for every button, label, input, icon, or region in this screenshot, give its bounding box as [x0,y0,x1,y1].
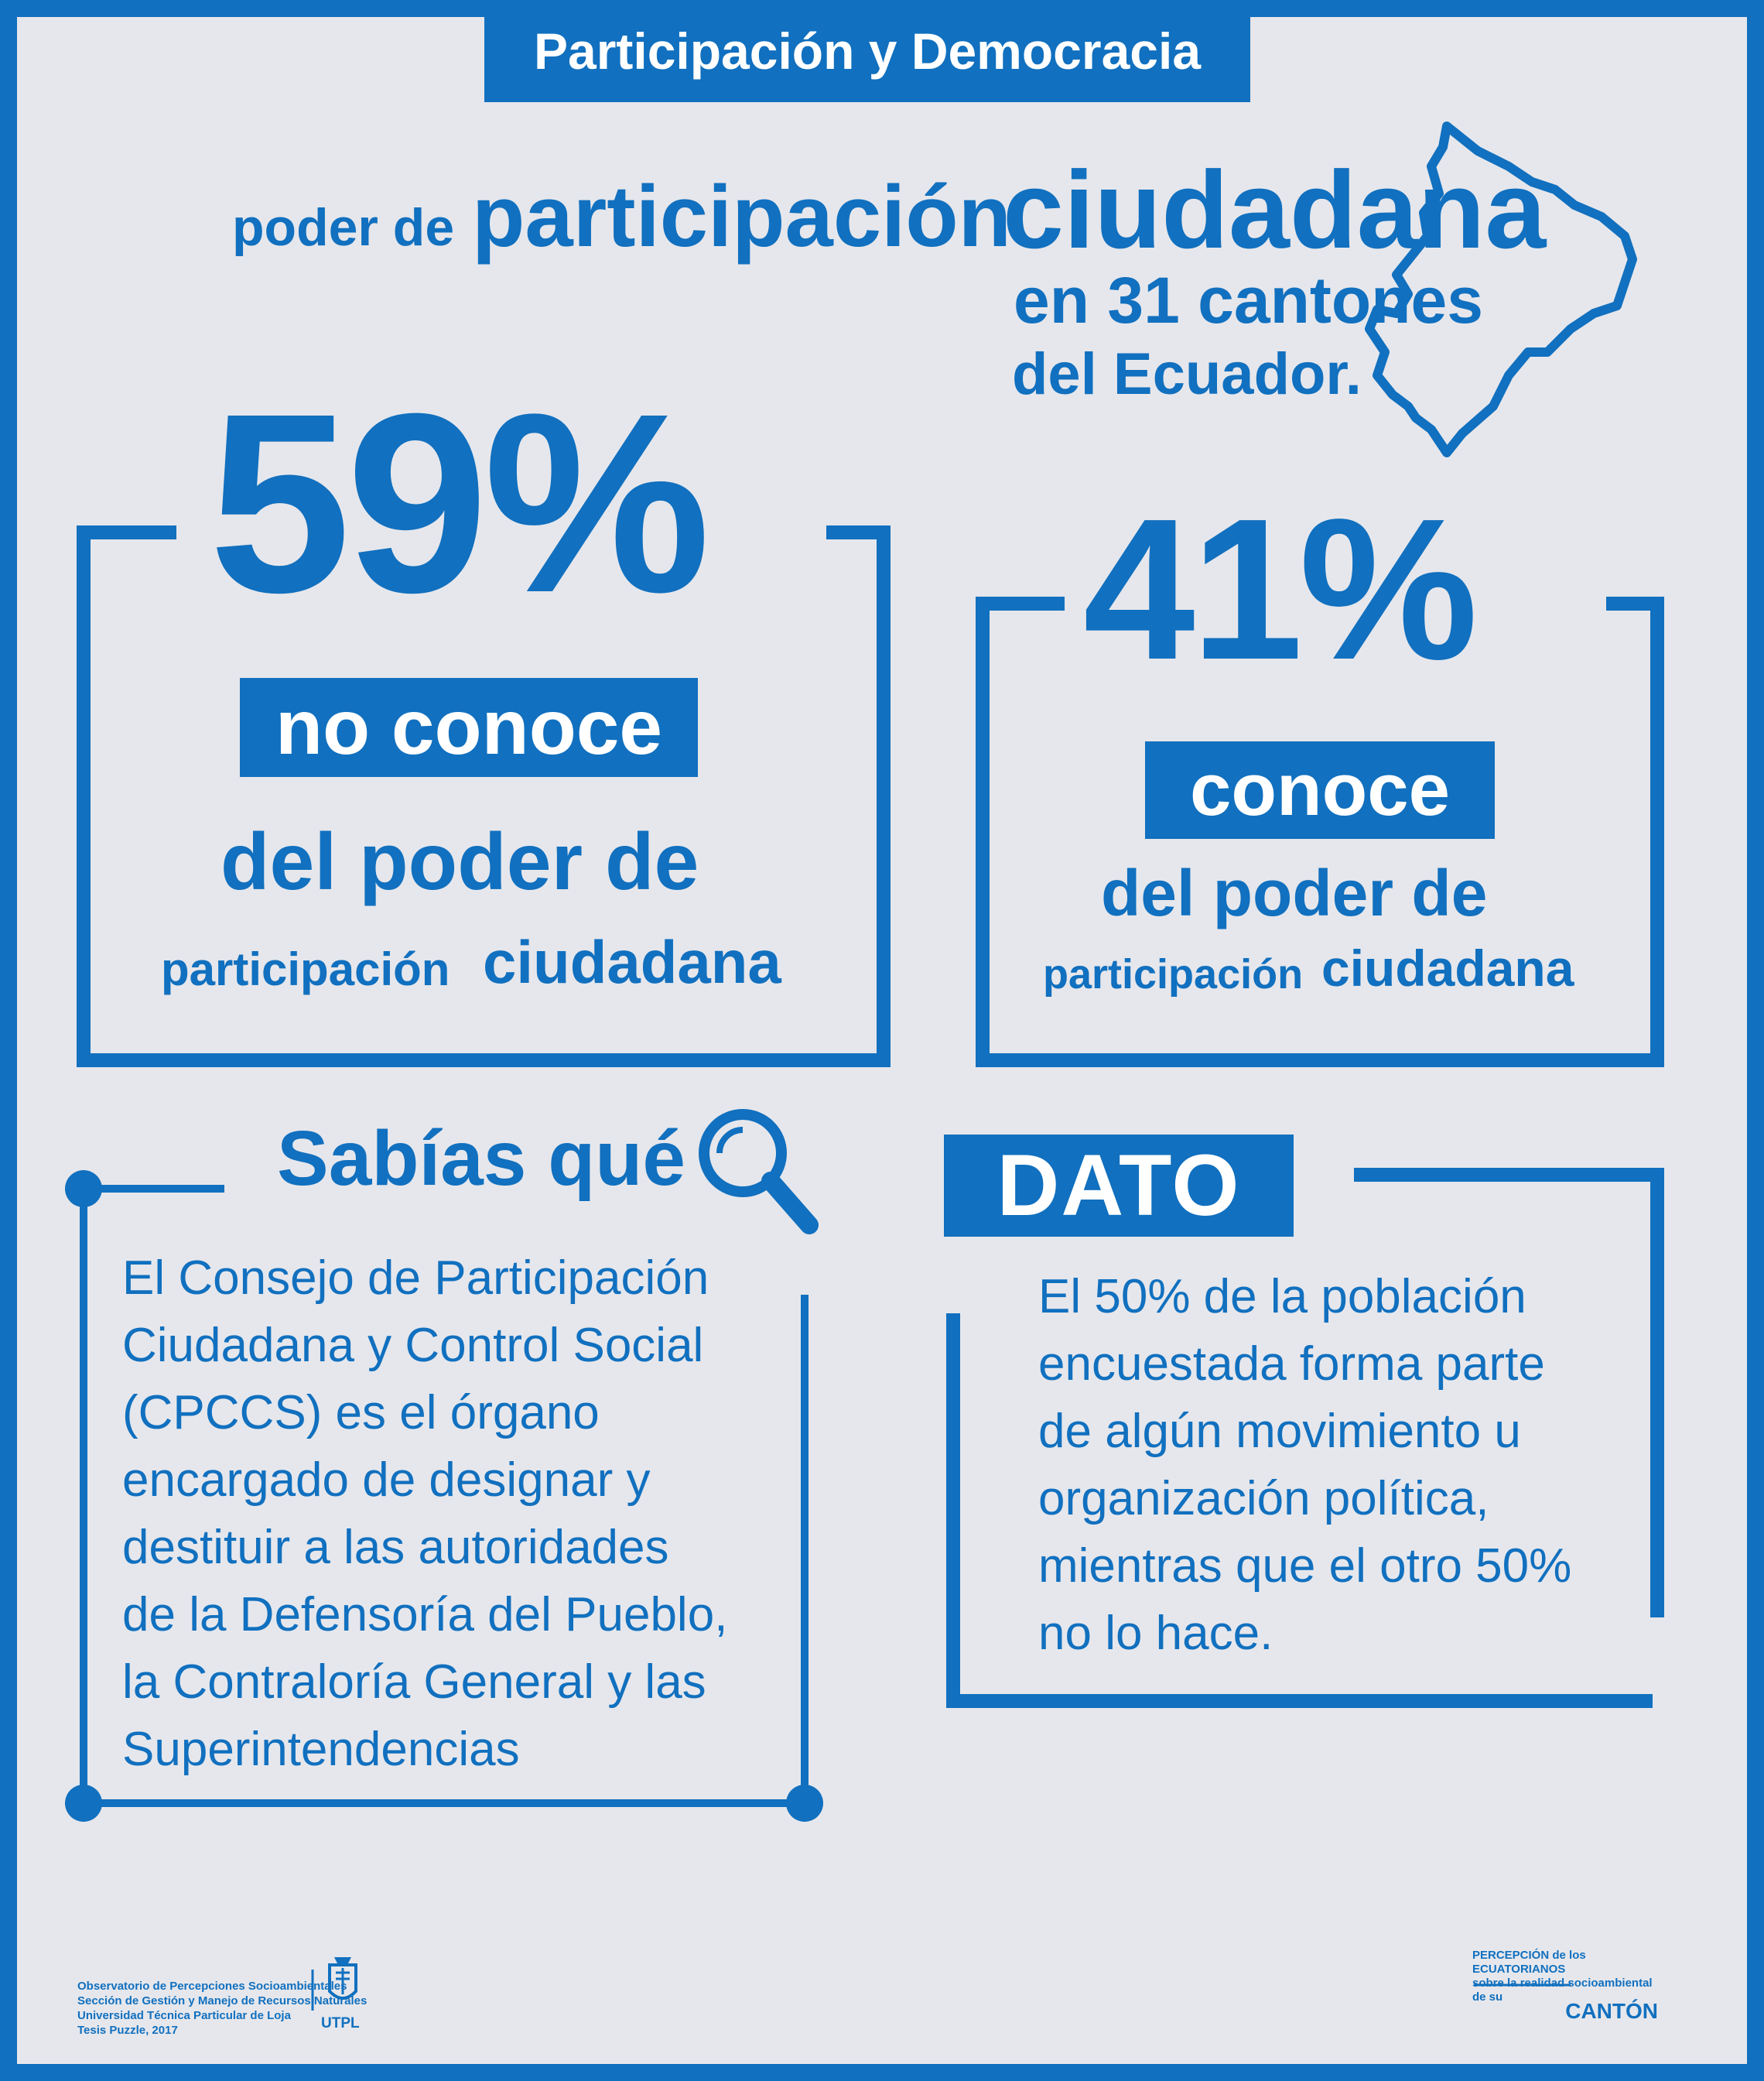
dato-heading: DATO [944,1135,1294,1237]
footer-credit-line: Tesis Puzzle, 2017 [77,2024,178,2037]
sabias-line: la Contraloría General y las [122,1655,706,1709]
stat-line2-big-no: ciudadana [483,928,781,996]
dato-line: de algún movimiento u [1038,1405,1521,1458]
stat-tag-no: no conoce [240,678,698,777]
hero-line2: en 31 cantones [1014,264,1483,337]
sabias-line: (CPCCS) es el órgano [122,1386,600,1439]
sabias-line: El Consejo de Participación [122,1251,709,1305]
dato-line: El 50% de la población [1038,1270,1526,1323]
dato-line: no lo hace. [1038,1607,1273,1660]
utpl-crest-icon [328,1957,357,2000]
sabias-line: encargado de designar y [122,1453,651,1507]
campaign-line1: PERCEPCIÓN de los ECUATORIANOS [1472,1949,1586,1976]
dato-line: encuestada forma parte [1038,1337,1545,1391]
sabias-heading: Sabías qué [277,1115,685,1202]
sabias-line: destituir a las autoridades [122,1521,669,1574]
sabias-line: Superintendencias [122,1723,520,1776]
campaign-logo: PERCEPCIÓN de los ECUATORIANOS sobre la … [1472,1949,1658,2023]
sabias-line: Ciudadana y Control Social [122,1319,704,1372]
stat-line2-small-no: participación [161,943,450,995]
stat-line1-no: del poder de [220,817,699,907]
magnifier-icon [699,1109,819,1234]
hero-line3: del Ecuador. [1012,341,1362,407]
hero-mid: participación [472,168,1012,265]
dato-line: mientras que el otro 50% [1038,1539,1572,1593]
stat-line2-small-yes: participación [1043,951,1304,998]
stat-percent-no: 59% [209,360,710,645]
stat-tag-yes: conoce [1145,741,1495,839]
stat-line2-big-yes: ciudadana [1321,940,1574,997]
stat-percent-yes: 41% [1083,477,1478,702]
sabias-line: de la Defensoría del Pueblo, [122,1588,728,1641]
stat-line1-yes: del poder de [1101,857,1488,929]
footer-credit-line: Observatorio de Percepciones Socioambien… [77,1980,347,1993]
ecuador-map-icon [1365,122,1637,457]
page-title: Participación y Democracia [484,0,1250,102]
utpl-label: UTPL [321,2015,360,2031]
campaign-canton: CANTÓN [1565,1999,1658,2023]
hero-prefix: poder de [232,198,455,257]
campaign-line2: sobre la realidad socioambiental de su [1472,1977,1653,2004]
footer-credits: Observatorio de Percepciones Socioambien… [77,1979,367,2038]
sabias-text: El Consejo de Participación Ciudadana y … [122,1244,772,1783]
hero-big: ciudadana [1003,149,1547,272]
dato-line: organización política, [1038,1472,1489,1525]
footer-credit-line: Sección de Gestión y Manejo de Recursos … [77,1994,368,2007]
footer-credit-line: Universidad Técnica Particular de Loja [77,2009,291,2022]
dato-text: El 50% de la población encuestada forma … [1038,1263,1649,1667]
